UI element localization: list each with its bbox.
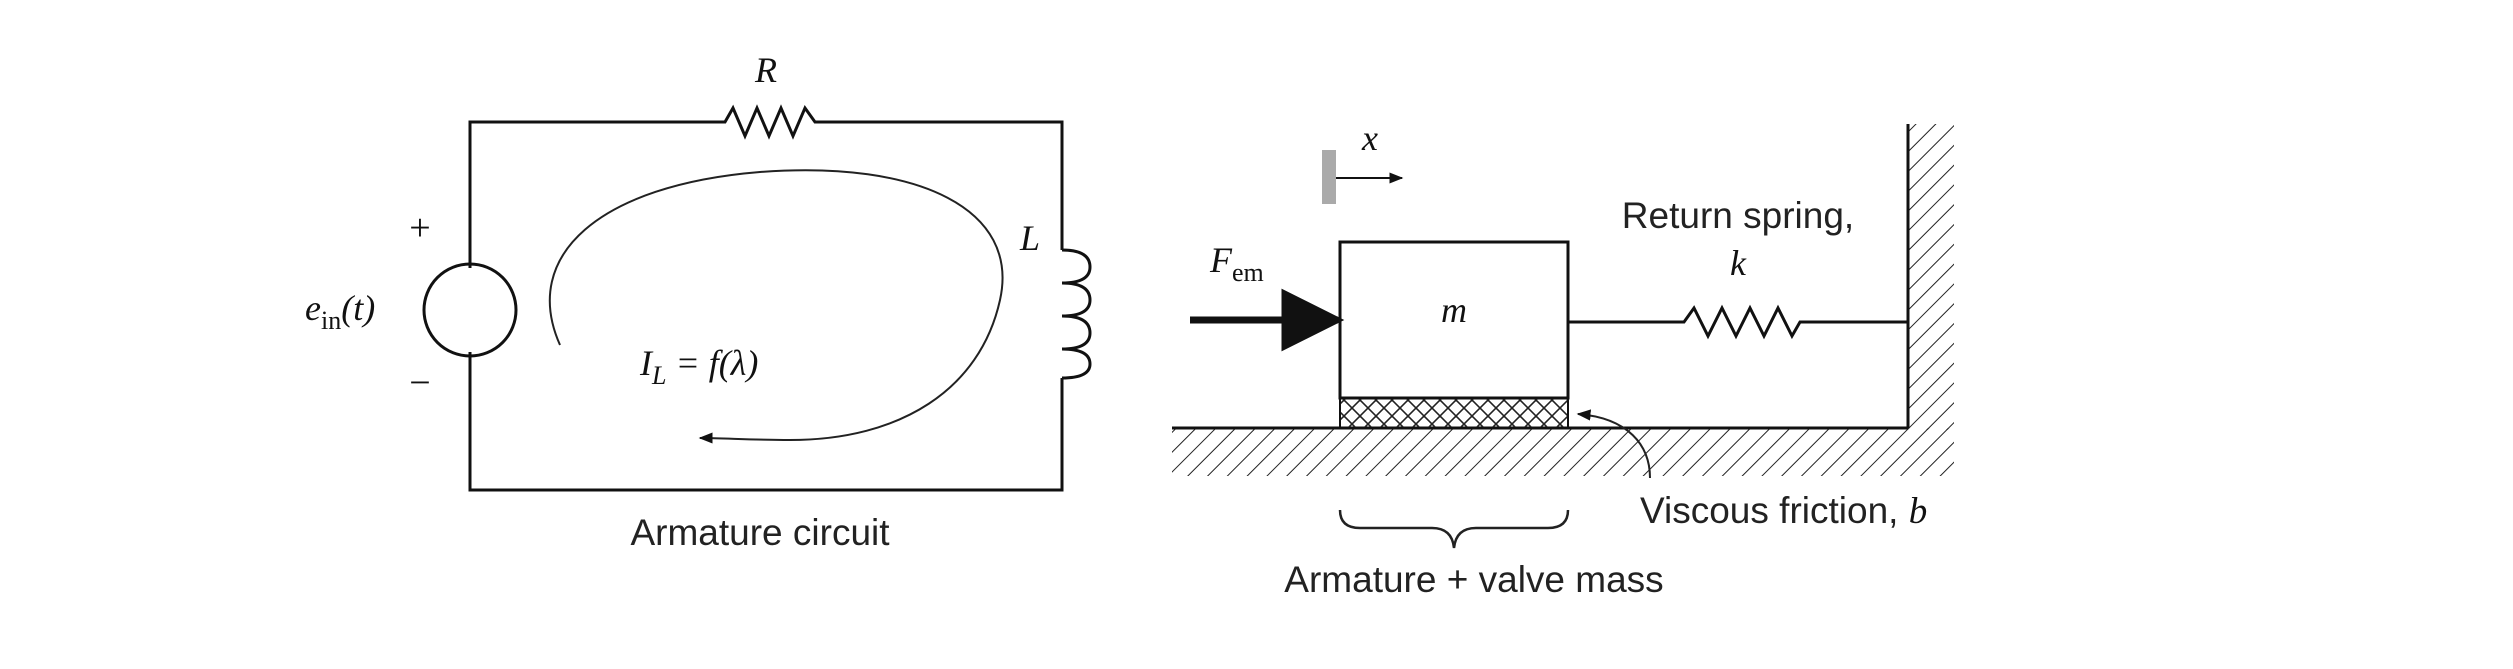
mass-label: m (1441, 290, 1467, 330)
source-label: ein(t) (305, 288, 375, 335)
friction-symbol: b (1909, 491, 1928, 532)
current-loop-arrow (548, 169, 1004, 444)
minus-sign: − (409, 362, 430, 404)
resistor-symbol (715, 104, 1064, 250)
circuit-wire-left-lower (468, 352, 1064, 492)
mass-block (1338, 240, 1570, 400)
inductor-symbol (1061, 248, 1092, 380)
spring-label: k (1730, 243, 1747, 283)
force-label-sub: em (1232, 258, 1264, 287)
mass-brace (1338, 509, 1570, 549)
plus-sign: + (409, 207, 430, 249)
circuit-caption: Armature circuit (630, 512, 890, 553)
displacement-label: x (1361, 118, 1378, 158)
current-label-eq: = f(λ) (666, 343, 758, 383)
spring-caption: Return spring, (1622, 195, 1854, 236)
source-label-arg: (t) (341, 288, 375, 328)
current-label: IL = f(λ) (639, 343, 758, 390)
friction-caption-text: Viscous friction, (1640, 490, 1909, 531)
resistor-label: R (754, 50, 777, 90)
ground-hatch (1172, 428, 1954, 476)
force-label-main: F (1209, 240, 1233, 280)
friction-pointer-arrow (1576, 409, 1651, 479)
displacement-reference-marker (1322, 150, 1336, 204)
source-label-main: e (305, 288, 321, 328)
current-label-main: I (639, 343, 654, 383)
friction-caption: Viscous friction, b (1640, 490, 1927, 532)
armature-circuit: R L + − ein(t) IL = f(λ) Armature circui… (305, 50, 1092, 553)
circuit-wire-left (468, 120, 715, 268)
inductor-label: L (1019, 218, 1040, 258)
wall-hatch (1908, 124, 1954, 430)
friction-layer (1339, 397, 1569, 429)
mechanical-system: m Return spring, k Fem x Viscous frictio… (1172, 118, 1954, 600)
source-label-sub: in (321, 306, 341, 335)
force-label: Fem (1209, 240, 1264, 287)
spring-symbol (1568, 304, 1908, 340)
current-label-sub: L (651, 361, 666, 390)
mass-caption: Armature + valve mass (1284, 559, 1663, 600)
voltage-source-symbol (422, 262, 518, 358)
